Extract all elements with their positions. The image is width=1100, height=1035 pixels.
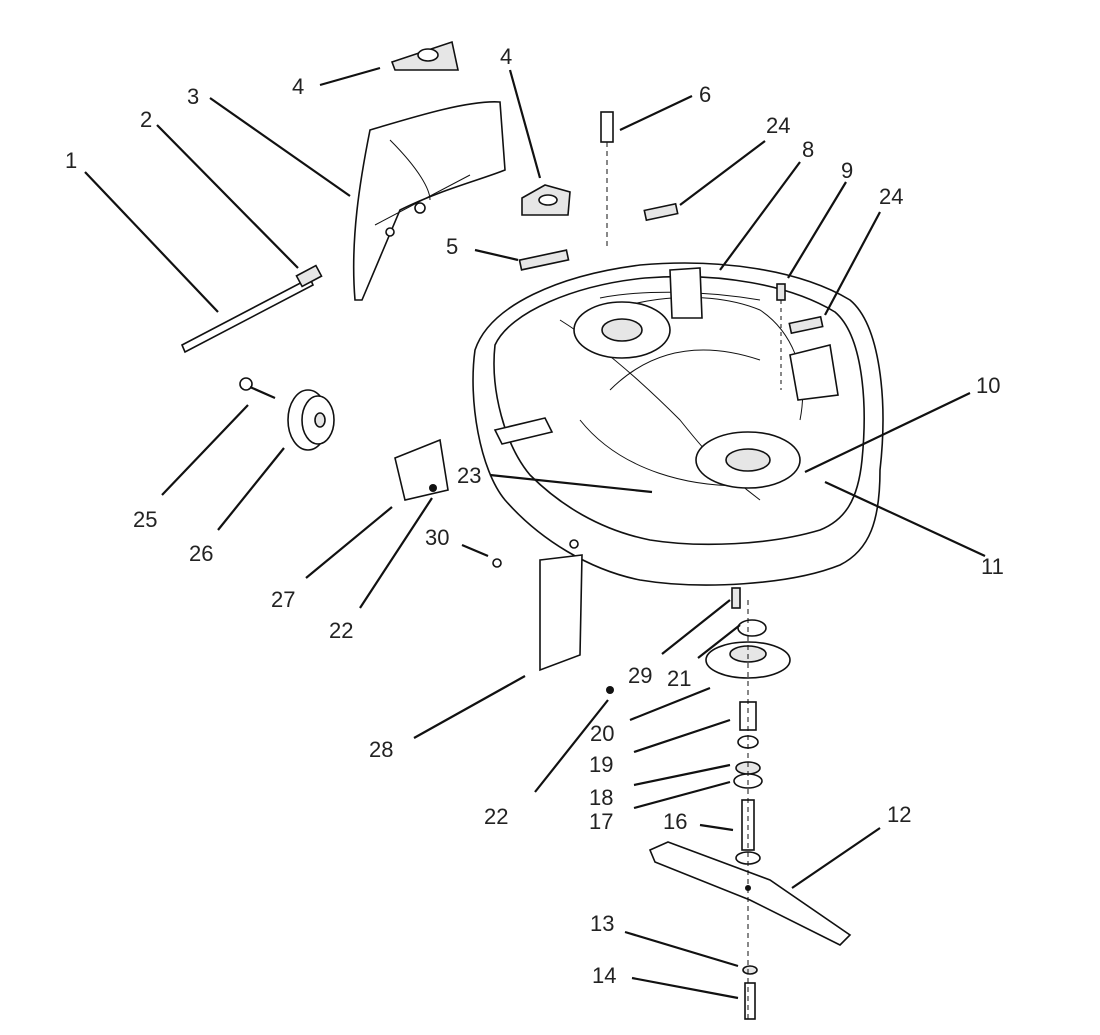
callout-24-upper: 24 <box>766 113 790 138</box>
callout-17: 17 <box>589 809 613 834</box>
callout-18: 18 <box>589 785 613 810</box>
blade-washer <box>742 965 758 975</box>
callout-30: 30 <box>425 525 449 550</box>
deck-mount-bracket-right <box>789 344 839 401</box>
decal-5 <box>518 249 570 271</box>
deck-support-bracket <box>539 539 583 672</box>
decal-24-lower <box>788 315 824 335</box>
callout-26: 26 <box>189 541 213 566</box>
callout-5: 5 <box>446 234 458 259</box>
callout-23: 23 <box>457 463 481 488</box>
decal-top <box>390 40 459 71</box>
deck-spindle-pocket-right <box>695 431 801 489</box>
discharge-chute <box>352 101 506 301</box>
callout-9: 9 <box>841 158 853 183</box>
nut-30 <box>492 558 502 568</box>
mower-blade <box>648 841 852 946</box>
chute-pivot-rod <box>180 276 315 354</box>
callout-11: 11 <box>981 554 1004 579</box>
wheel-bolt <box>239 377 276 400</box>
spindle-assembly <box>705 587 791 865</box>
callout-6: 6 <box>699 82 711 107</box>
bolt-9 <box>776 283 786 390</box>
deck-mount-bracket-top <box>669 267 703 319</box>
callout-22-lower: 22 <box>484 804 508 829</box>
gauge-wheel <box>287 389 335 451</box>
callout-1: 1 <box>65 148 77 173</box>
bolt-6 <box>600 111 614 250</box>
decal-middle <box>521 184 571 216</box>
callout-10: 10 <box>976 373 1000 398</box>
callout-29: 29 <box>628 663 652 688</box>
callout-4-middle: 4 <box>500 44 512 69</box>
callout-13: 13 <box>590 911 614 936</box>
chute-spring <box>295 264 323 288</box>
callout-24-lower: 24 <box>879 184 903 209</box>
deck-spindle-pocket-left <box>573 301 671 359</box>
callout-2: 2 <box>140 107 152 132</box>
deck-baffle-bracket <box>493 417 554 445</box>
callout-3: 3 <box>187 84 199 109</box>
callout-19: 19 <box>589 752 613 777</box>
callout-21: 21 <box>667 666 691 691</box>
nut-22-lower <box>606 686 614 694</box>
callout-8: 8 <box>802 137 814 162</box>
callout-28: 28 <box>369 737 393 762</box>
leader-lines <box>84 66 986 1000</box>
decal-24-upper <box>643 202 679 222</box>
callout-22-upper: 22 <box>329 618 353 643</box>
callout-16: 16 <box>663 809 687 834</box>
callout-12: 12 <box>887 802 911 827</box>
callout-labels: 1 2 3 4 4 5 6 24 8 9 24 10 11 23 25 26 2… <box>65 44 1004 988</box>
callout-27: 27 <box>271 587 295 612</box>
callout-14: 14 <box>592 963 616 988</box>
callout-4-top: 4 <box>292 74 304 99</box>
wheel-bracket <box>394 438 449 501</box>
blade-bolt <box>744 982 756 1020</box>
callout-25: 25 <box>133 507 157 532</box>
callout-20: 20 <box>590 721 614 746</box>
